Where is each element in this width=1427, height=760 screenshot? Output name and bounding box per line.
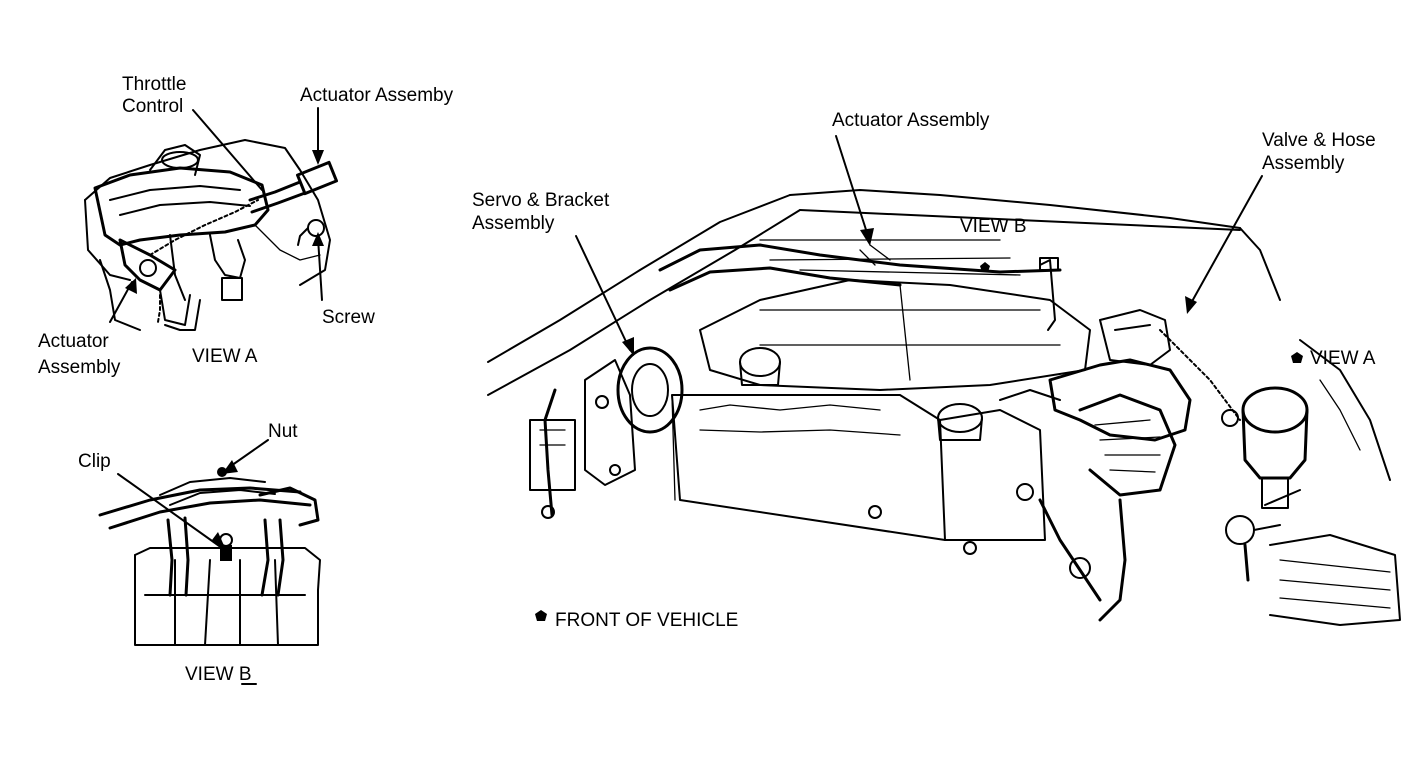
label-screw: Screw bbox=[322, 307, 375, 328]
leader-valve-hose bbox=[1189, 175, 1263, 306]
label-valve-hose: Valve & Hose bbox=[1262, 130, 1376, 151]
front-of-vehicle-marker-icon bbox=[535, 610, 547, 621]
label-clip: Clip bbox=[78, 451, 111, 472]
view-b-caption: VIEW B bbox=[185, 664, 252, 685]
view-a-caption: VIEW A bbox=[192, 346, 258, 367]
view-a-illustration bbox=[84, 107, 339, 331]
label-servo-bracket-assembly: Assembly bbox=[472, 213, 555, 234]
label-actuator-assemby: Actuator Assemby bbox=[300, 85, 454, 106]
label-nut: Nut bbox=[268, 421, 298, 442]
view-a-marker-label: VIEW A bbox=[1310, 348, 1376, 369]
legend-front-of-vehicle: FRONT OF VEHICLE bbox=[555, 610, 738, 631]
leader-servo-bracket bbox=[575, 235, 631, 351]
label-control: Control bbox=[122, 96, 183, 117]
label-valve-hose-assembly: Assembly bbox=[1262, 153, 1345, 174]
main-engine-illustration bbox=[487, 135, 1401, 626]
view-b-illustration bbox=[98, 439, 321, 646]
leader-clip bbox=[117, 473, 223, 549]
label-throttle: Throttle bbox=[122, 74, 186, 95]
leader-nut bbox=[227, 439, 269, 469]
leader-screw bbox=[317, 237, 323, 301]
label-servo-bracket: Servo & Bracket bbox=[472, 190, 610, 211]
view-a-marker-icon bbox=[1291, 352, 1303, 363]
label-assembly: Assembly bbox=[38, 357, 121, 378]
label-actuator: Actuator bbox=[38, 331, 109, 352]
leader-actuator-main bbox=[835, 135, 869, 237]
leader-throttle-control bbox=[192, 109, 263, 191]
view-b-marker-label: VIEW B bbox=[960, 216, 1027, 237]
view-b-marker-icon bbox=[980, 262, 990, 272]
label-actuator-assembly: Actuator Assembly bbox=[832, 110, 990, 131]
